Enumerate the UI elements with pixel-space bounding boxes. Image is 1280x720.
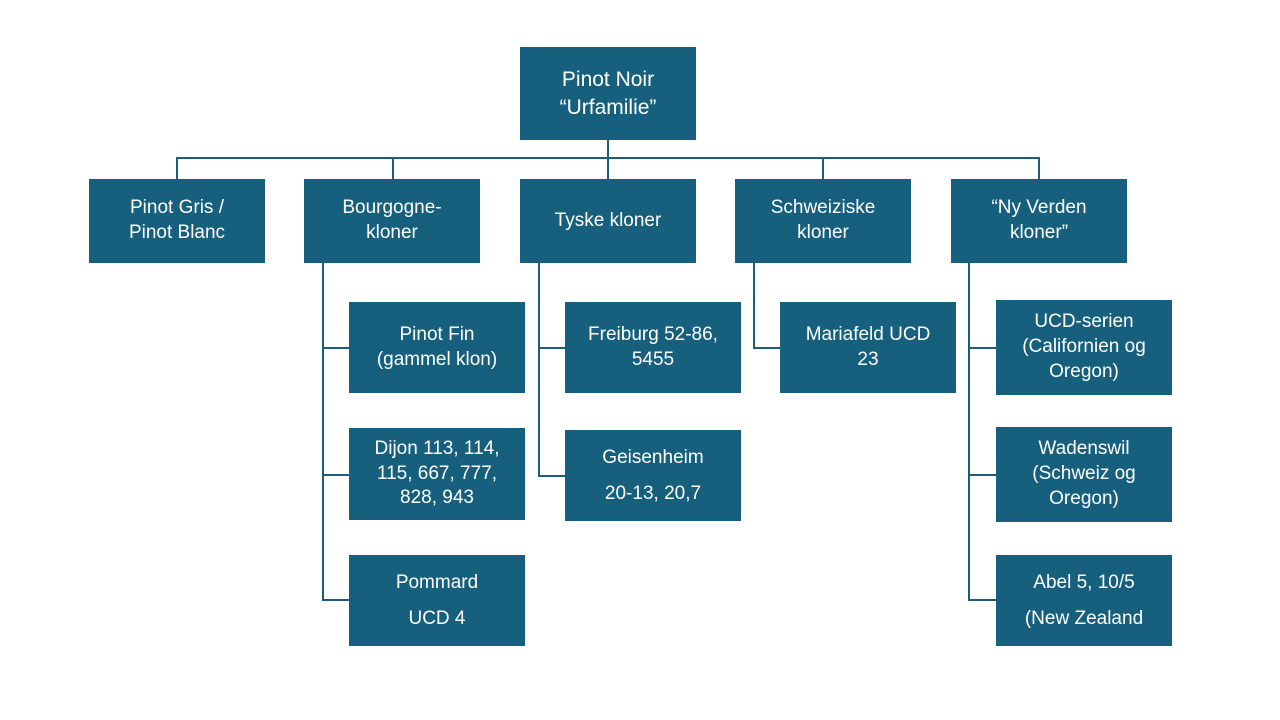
connector-branch-pinot-fin (322, 347, 349, 349)
node-line: 828, 943 (400, 487, 474, 509)
node-line: Pinot Fin (399, 323, 475, 345)
node-pommard[interactable]: Pommard UCD 4 (349, 555, 525, 646)
node-line: kloner (366, 222, 418, 243)
node-line: Freiburg 52-86, (588, 323, 718, 345)
node-line: kloner” (1009, 222, 1069, 243)
node-ny-verden-kloner[interactable]: “Ny Verden kloner” (951, 179, 1127, 263)
node-mariafeld[interactable]: Mariafeld UCD 23 (780, 302, 956, 393)
node-wadenswil[interactable]: Wadenswil (Schweiz og Oregon) (996, 427, 1172, 522)
node-line: 20-13, 20,7 (604, 482, 702, 504)
node-bourgogne-kloner[interactable]: Bourgogne- kloner (304, 179, 480, 263)
node-line: Schweiziske (770, 197, 876, 219)
connector-spine-bourgogne (322, 263, 324, 601)
connector-spine-tyske (538, 263, 540, 477)
connector-drop-schweiziske (822, 157, 824, 179)
connector-branch-ucd-serien (968, 347, 996, 349)
node-line: Bourgogne- (342, 197, 442, 219)
node-line: Pinot Gris / (130, 197, 224, 219)
node-pinot-noir-root[interactable]: Pinot Noir “Urfamilie” (520, 47, 696, 140)
connector-drop-tyske (607, 157, 609, 179)
connector-drop-pinot-gris (176, 157, 178, 179)
node-tyske-kloner[interactable]: Tyske kloner (520, 179, 696, 263)
connector-branch-wadenswil (968, 474, 996, 476)
node-line: “Urfamilie” (559, 95, 657, 119)
node-line: Geisenheim (602, 447, 704, 469)
node-abel[interactable]: Abel 5, 10/5 (New Zealand (996, 555, 1172, 646)
connector-drop-bourgogne (392, 157, 394, 179)
node-line: (Schweiz og (1032, 463, 1136, 485)
node-line: UCD 4 (408, 607, 466, 629)
node-line: (Californien og (1022, 336, 1146, 358)
node-line: Abel 5, 10/5 (1033, 572, 1135, 594)
node-geisenheim[interactable]: Geisenheim 20-13, 20,7 (565, 430, 741, 521)
node-line: Oregon) (1049, 360, 1119, 382)
node-line: Oregon) (1049, 487, 1119, 509)
node-freiburg[interactable]: Freiburg 52-86, 5455 (565, 302, 741, 393)
node-ucd-serien[interactable]: UCD-serien (Californien og Oregon) (996, 300, 1172, 395)
node-line: kloner (797, 222, 849, 243)
node-line: Pommard (395, 572, 479, 594)
node-line: Tyske kloner (554, 209, 662, 231)
node-line: 5455 (631, 348, 675, 370)
node-line: Dijon 113, 114, (374, 437, 500, 459)
node-line: Wadenswil (1038, 438, 1130, 460)
connector-branch-freiburg (538, 347, 566, 349)
connector-branch-pommard (322, 599, 349, 601)
connector-branch-dijon (322, 474, 349, 476)
connector-branch-abel (968, 599, 996, 601)
node-line: 23 (857, 348, 879, 370)
node-pinot-fin[interactable]: Pinot Fin (gammel klon) (349, 302, 525, 393)
connector-spine-schweiziske (753, 263, 755, 349)
node-line: “Ny Verden (991, 197, 1087, 219)
node-line: UCD-serien (1034, 311, 1134, 333)
node-schweiziske-kloner[interactable]: Schweiziske kloner (735, 179, 911, 263)
node-line: Pinot Blanc (128, 222, 226, 243)
connector-drop-ny-verden (1038, 157, 1040, 179)
node-dijon[interactable]: Dijon 113, 114, 115, 667, 777, 828, 943 (349, 428, 525, 520)
node-line: (gammel klon) (376, 348, 498, 370)
node-line: (New Zealand (1024, 607, 1144, 629)
connector-branch-mariafeld (753, 347, 780, 349)
node-line: 115, 667, 777, (376, 462, 498, 484)
node-line: Pinot Noir (561, 68, 655, 92)
connector-root-stem (607, 140, 609, 158)
connector-branch-geisenheim (538, 475, 566, 477)
connector-spine-ny-verden (968, 263, 970, 601)
node-pinot-gris-blanc[interactable]: Pinot Gris / Pinot Blanc (89, 179, 265, 263)
node-line: Mariafeld UCD (805, 323, 931, 345)
